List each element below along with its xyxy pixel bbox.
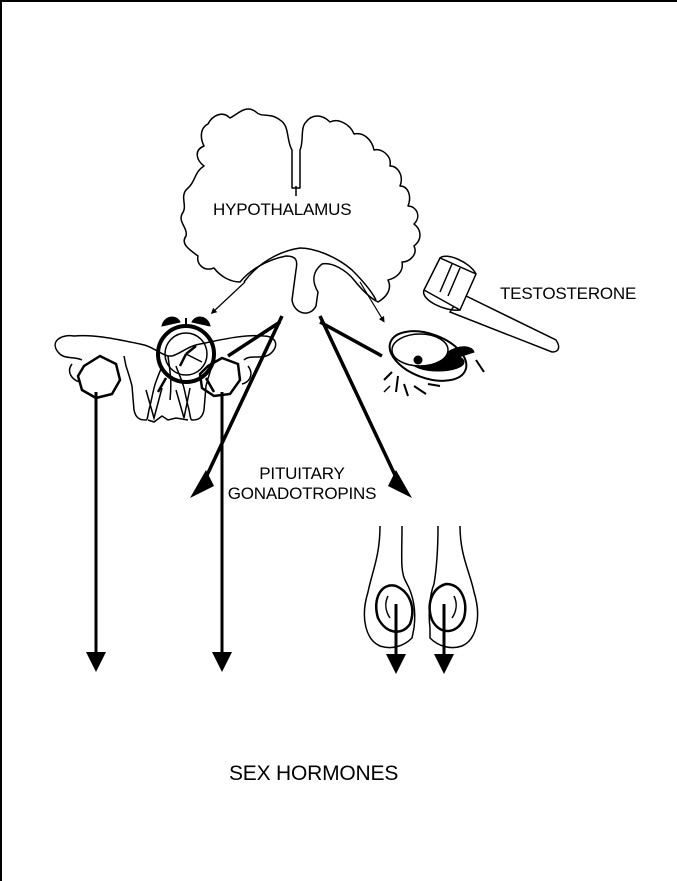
arrow-left-head: [190, 470, 214, 498]
sex-hormones-label: SEX HORMONES: [229, 762, 398, 786]
testes-icon: [364, 526, 477, 648]
pituitary-gonadotropins-label: PITUITARY GONADOTROPINS: [214, 464, 390, 504]
female-arrow-left-head: [86, 652, 106, 672]
female-arrow-right-head: [212, 652, 232, 672]
hypothalamus-small-arrows: [213, 282, 383, 320]
broken-clock-icon: [383, 322, 484, 396]
female-hormone-arrows: [96, 392, 222, 654]
pituitary-label-line2: GONADOTROPINS: [214, 484, 390, 504]
arrow-right-head: [388, 470, 412, 498]
alarm-clock-icon: [158, 317, 214, 392]
testosterone-label: TESTOSTERONE: [500, 284, 636, 304]
hammer-icon: [424, 256, 559, 352]
male-arrow-right-head: [434, 654, 454, 674]
hypothalamus-label: HYPOTHALAMUS: [213, 200, 351, 220]
male-arrow-left-head: [386, 654, 406, 674]
pituitary-label-line1: PITUITARY: [214, 464, 390, 484]
